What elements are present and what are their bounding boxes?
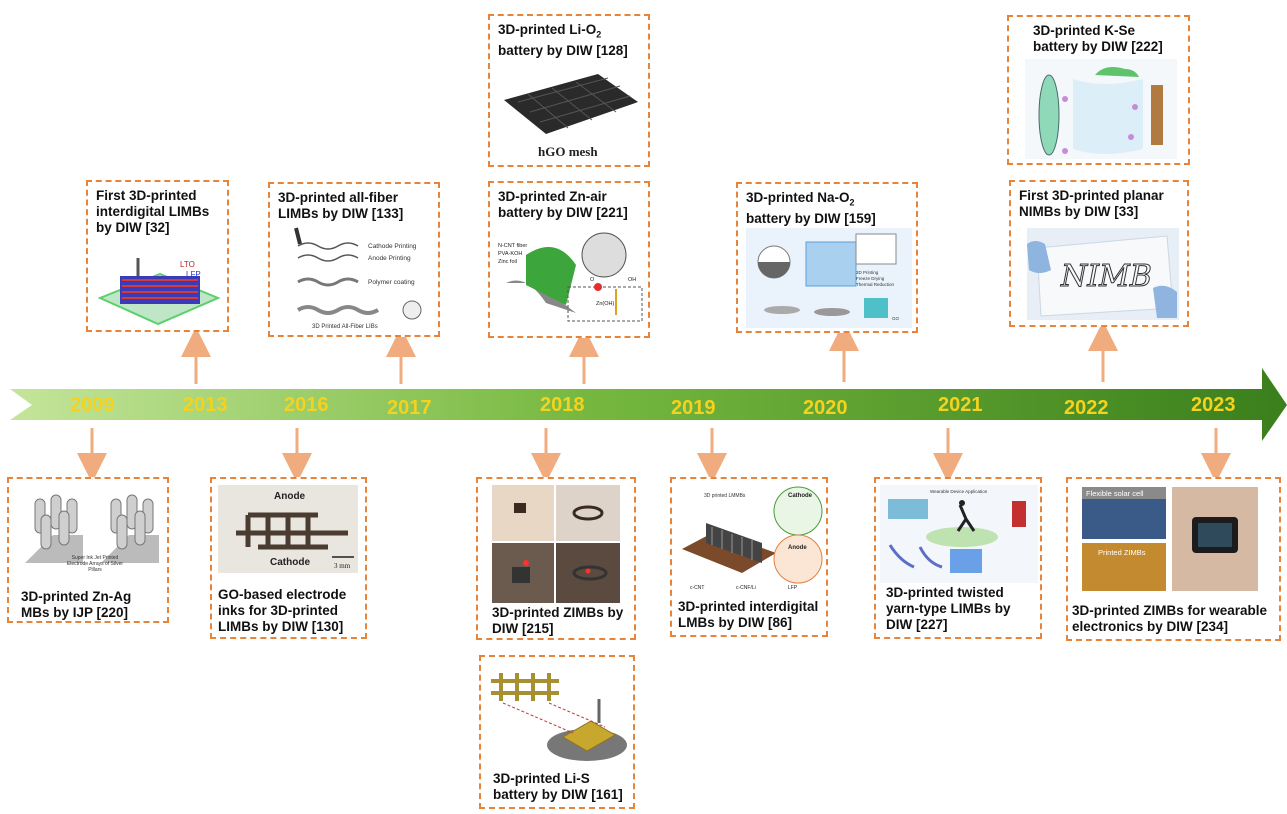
label-anode-printing: Anode Printing [368,255,411,262]
year-2013: 2013 [183,394,228,416]
year-2020: 2020 [803,397,848,419]
caption-2018-zimbs: 3D-printed ZIMBs by DIW [215] [492,605,624,636]
label-na-3d: 3D Printing [856,270,879,275]
caption-2009: 3D-printed Zn-Ag MBs by IJP [220] [21,589,132,620]
milestone-2018-li-o2: 3D-printed Li-O2 battery by DIW [128] hG… [488,14,650,167]
caption-2023: 3D-printed ZIMBs for wearable electronic… [1072,603,1268,634]
milestone-2016-go-inks: Anode Cathode 3 mm GO-based electrode in… [210,477,367,639]
label-hgo-mesh: hGO mesh [538,144,598,159]
label-pillars: Super Ink Jet Printed Electrode Arrays o… [66,555,124,573]
label-cathode-lmmb: Cathode [788,493,813,499]
connector-arrows [77,321,1231,483]
wearable-zimbs-image: Flexible solar cell Printed ZIMBs [1082,487,1258,591]
year-2021: 2021 [938,394,983,416]
label-cathode-printing: Cathode Printing [368,243,417,250]
label-cnfl: c-CNF/Li [736,585,756,591]
year-2016: 2016 [284,394,329,416]
caption-na-o2-sub: 2 [849,197,855,208]
caption-li-s: 3D-printed Li-S battery by DIW [161] [493,771,623,802]
label-solar-cell: Flexible solar cell [1086,489,1144,498]
year-2022: 2022 [1064,397,1109,419]
year-2017: 2017 [387,397,432,419]
label-cathode: Cathode [270,557,310,568]
label-lto: LTO [180,260,195,269]
caption-na-o2-rest: battery by DIW [159] [746,210,876,226]
label-na-thermal: Thermal Reduction [856,282,895,287]
label-pva: PVA-KOH [498,251,522,257]
caption-2013: First 3D-printed interdigital LIMBs by D… [96,188,210,235]
caption-k-se: 3D-printed K-Se battery by DIW [222] [1033,23,1163,54]
caption-li-o2-main: 3D-printed Li-O [498,22,597,37]
li-s-lattice-image [491,673,627,761]
label-anode: Anode [274,491,306,502]
year-2009: 2009 [70,394,115,416]
year-2019: 2019 [671,397,716,419]
label-oh: OH [628,277,636,283]
anode-cathode-image: Anode Cathode 3 mm [218,485,358,573]
caption-2017: 3D-printed all-fiber LIMBs by DIW [133] [278,190,404,221]
zn-air-image: N-CNT fiber PVA-KOH Zinc foil O OH Zn(OH… [498,232,643,322]
twisted-yarn-image: Wearable Device Application [880,485,1038,583]
label-lfp-lmmb: LFP [788,585,798,591]
caption-2016: GO-based electrode inks for 3D-printed L… [218,587,347,634]
label-anode-lmmb: Anode [788,545,807,551]
caption-2019: 3D-printed interdigital LMBs by DIW [86] [678,599,819,630]
label-3mm: 3 mm [334,562,351,570]
caption-li-o2: 3D-printed Li-O2 battery by DIW [128] [498,22,640,59]
year-2018: 2018 [540,394,585,416]
caption-na-o2-main: 3D-printed Na-O [746,190,850,205]
milestone-2017-all-fiber: 3D-printed all-fiber LIMBs by DIW [133] … [268,182,440,337]
milestone-2018-li-s: 3D-printed Li-S battery by DIW [161] [479,655,635,809]
k-se-image [1025,59,1177,159]
label-printed-zimbs: Printed ZIMBs [1098,548,1146,557]
caption-zn-air: 3D-printed Zn-air battery by DIW [221] [498,189,628,220]
caption-li-o2-sub: 2 [596,29,602,40]
all-fiber-image: Cathode Printing Anode Printing Polymer … [294,227,422,330]
label-cnt: c-CNT [690,585,704,591]
label-lfp: LFP [186,270,201,279]
label-ncnt: N-CNT fiber [498,243,527,249]
silver-pillars-image: Super Ink Jet Printed Electrode Arrays o… [25,494,159,573]
hgo-mesh-image: hGO mesh [504,74,638,159]
label-wearable: Wearable Device Application [930,489,988,494]
label-na-freeze: Freeze Drying [856,276,885,281]
na-o2-image: 3D Printing Freeze Drying Thermal Reduct… [746,228,912,328]
lmmb-image: 3D printed LMMBs Cathode Anode c-CNT c-C… [682,486,823,591]
milestone-2022-nimbs: First 3D-printed planar NIMBs by DIW [33… [1009,180,1189,327]
milestone-2022-k-se: 3D-printed K-Se battery by DIW [222] [1007,15,1190,165]
label-zincate: Zn(OH) [596,301,615,307]
label-zinc-foil: Zinc foil [498,259,517,265]
caption-nimbs: First 3D-printed planar NIMBs by DIW [33… [1019,188,1164,219]
caption-li-o2-rest: battery by DIW [128] [498,42,628,58]
label-o2-zn: O [590,277,595,283]
interdigital-electrode-image: LTO LFP [98,258,220,326]
milestone-2018-zimbs: 3D-printed ZIMBs by DIW [215] [476,477,636,640]
milestone-2018-zn-air: 3D-printed Zn-air battery by DIW [221] N… [488,181,650,338]
milestone-2013-limbs: First 3D-printed interdigital LIMBs by D… [86,180,229,332]
caption-2021: 3D-printed twisted yarn-type LIMBs by DI… [886,585,1011,632]
label-polymer-coating: Polymer coating [368,279,415,286]
milestone-2021-twisted: Wearable Device Application 3D-printed t… [874,477,1042,639]
milestone-2023-zimbs: Flexible solar cell Printed ZIMBs 3D-pri… [1066,477,1281,641]
milestone-2020-na-o2: 3D-printed Na-O2 battery by DIW [159] 3D… [736,182,918,333]
label-nimb: NIMB [1060,259,1152,294]
label-lmmb: 3D printed LMMBs [704,493,746,499]
label-na-go: GO [892,316,900,321]
label-all-fiber: 3D Printed All-Fiber LIBs [312,324,378,330]
milestone-2009-zn-ag: Super Ink Jet Printed Electrode Arrays o… [7,477,169,623]
zimbs-ring-image [492,485,620,603]
milestone-2019-lmbs: 3D printed LMMBs Cathode Anode c-CNT c-C… [670,477,828,637]
nimb-image: NIMB [1027,228,1179,320]
year-2023: 2023 [1191,394,1236,416]
caption-na-o2: 3D-printed Na-O2 battery by DIW [159] [746,190,908,227]
